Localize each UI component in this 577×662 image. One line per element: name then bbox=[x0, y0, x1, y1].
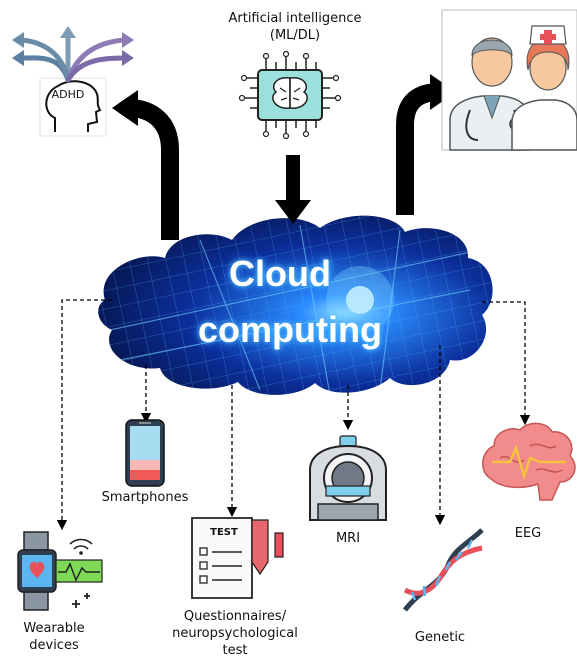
ai-label-line2: (ML/DL) bbox=[269, 28, 321, 43]
cloud-title-line1: Cloud bbox=[229, 253, 331, 294]
questionnaire-label-line1: Questionnaires/ bbox=[183, 609, 287, 624]
cloud-title-line2: computing bbox=[198, 309, 382, 350]
smartphones-label: Smartphones bbox=[101, 490, 189, 505]
dna-helix-icon bbox=[403, 528, 484, 612]
smartphone-icon bbox=[125, 419, 165, 487]
mri-scanner-icon bbox=[309, 435, 387, 521]
ai-label-line1: Artificial intelligence bbox=[228, 11, 362, 26]
test-sheet-text: TEST bbox=[210, 527, 238, 538]
smartwatch-icon bbox=[17, 531, 103, 611]
adhd-head-icon bbox=[12, 26, 134, 137]
questionnaire-label-line2: neuropsychological bbox=[172, 626, 298, 641]
dashed-connectors bbox=[56, 299, 531, 531]
wearable-label-line1: Wearable bbox=[23, 621, 85, 636]
questionnaire-label-line3: test bbox=[222, 643, 248, 658]
wearable-label-line2: devices bbox=[29, 638, 79, 653]
test-sheet-icon bbox=[191, 517, 284, 599]
wearable-label: Wearable devices bbox=[4, 620, 104, 654]
eeg-brain-icon bbox=[482, 422, 576, 501]
arrow-cloud-to-adhd bbox=[112, 90, 179, 240]
ai-label: Artificial intelligence (ML/DL) bbox=[195, 10, 395, 44]
eeg-label: EEG bbox=[514, 526, 542, 541]
mri-label: MRI bbox=[335, 531, 361, 546]
ai-chip-icon bbox=[238, 50, 342, 140]
adhd-label: ADHD bbox=[51, 88, 85, 101]
clinicians-icon bbox=[441, 9, 577, 151]
questionnaire-label: Questionnaires/ neuropsychological test bbox=[150, 608, 320, 659]
cloud bbox=[98, 215, 493, 395]
genetic-label: Genetic bbox=[414, 630, 466, 645]
arrow-ai-to-cloud bbox=[275, 155, 311, 224]
